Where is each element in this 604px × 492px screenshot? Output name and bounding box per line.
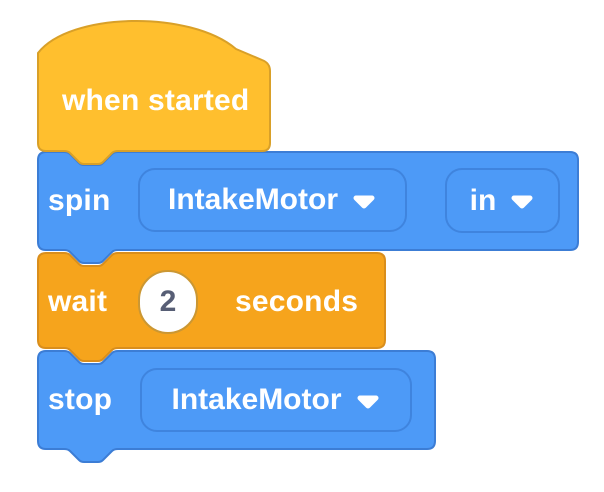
wait-seconds-value: 2 xyxy=(159,285,177,318)
wait-unit-label: seconds xyxy=(235,285,359,318)
when-started-hat-shape[interactable] xyxy=(37,20,271,165)
stop-block-shape[interactable] xyxy=(37,350,436,463)
dropdown-caret-icon xyxy=(353,195,375,208)
spin-motor-dropdown-value: IntakeMotor xyxy=(167,183,338,216)
spin-direction-dropdown[interactable]: in xyxy=(445,168,560,233)
spin-label: spin xyxy=(48,184,111,217)
spin-direction-dropdown-value: in xyxy=(469,183,497,217)
stop-motor-dropdown-value: IntakeMotor xyxy=(171,383,342,416)
when-started-label: when started xyxy=(62,84,250,117)
stop-motor-dropdown[interactable]: IntakeMotor xyxy=(140,368,412,432)
dropdown-caret-icon xyxy=(357,395,378,408)
dropdown-caret-icon xyxy=(511,195,533,209)
spin-motor-dropdown[interactable]: IntakeMotor xyxy=(138,168,407,232)
wait-label: wait xyxy=(48,285,108,318)
wait-block-shape[interactable] xyxy=(37,252,386,362)
wait-seconds-input[interactable]: 2 xyxy=(138,270,198,334)
stop-label: stop xyxy=(48,383,113,416)
